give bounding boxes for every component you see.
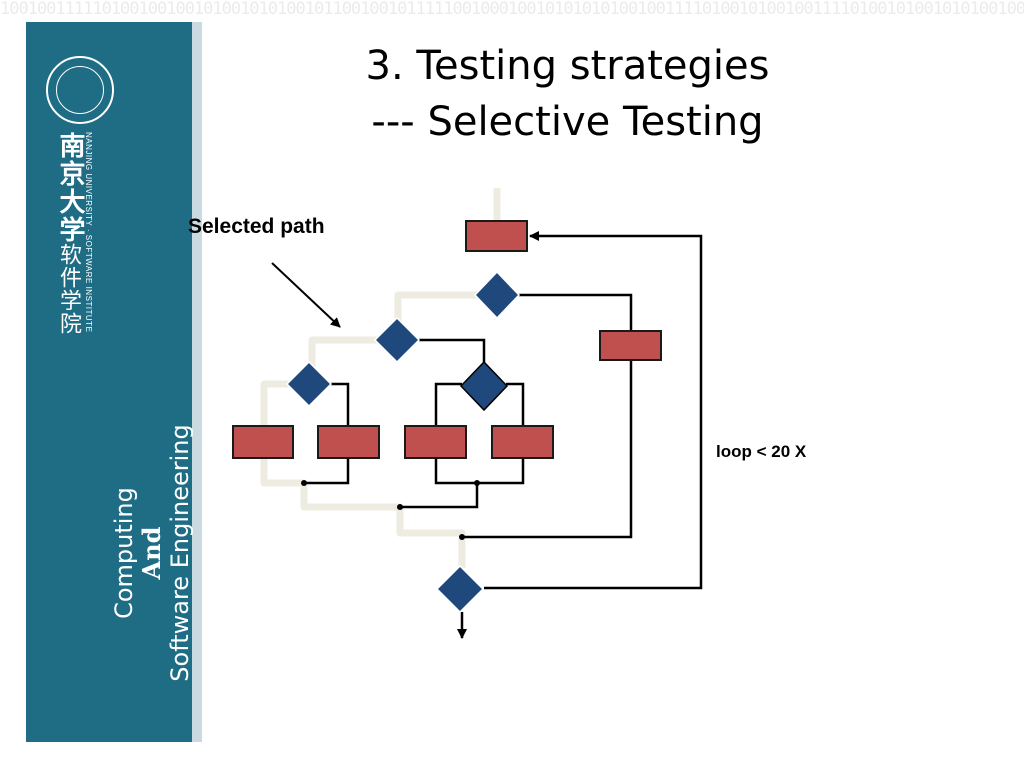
edge-d1-right [518, 293, 633, 331]
institute-name-cn: 软件学院 [56, 243, 81, 335]
decision-right [459, 360, 509, 412]
process-box-3 [404, 425, 467, 459]
edge-d4-right [506, 382, 525, 426]
slide-title-line-2: --- Selective Testing [371, 99, 764, 145]
seal-inner-ring [56, 66, 104, 114]
join-node-1 [301, 480, 307, 486]
decision-left [285, 360, 333, 408]
sidebar-banner [26, 22, 192, 742]
decision-mid [373, 316, 421, 364]
edge-join-down [402, 483, 479, 509]
join-node-2 [474, 480, 480, 486]
decision-nodes [285, 270, 521, 614]
join-node-4 [459, 534, 465, 540]
edge-loop-back [484, 231, 703, 590]
edge-p2-down [306, 458, 350, 485]
edge-d2-right [419, 338, 486, 364]
join-node-3 [397, 504, 403, 510]
edge-d4-left [434, 382, 462, 426]
university-name-cn: 南京大学 [55, 132, 85, 244]
callout-arrow [271, 262, 341, 328]
decision-loop [435, 564, 485, 614]
join-nodes [301, 480, 480, 540]
university-name-en: NANJING UNIVERSITY · SOFTWARE INSTITUTE [84, 132, 93, 333]
process-box-4 [491, 425, 554, 459]
edge-p3-down [434, 458, 477, 485]
edge-p6-down [464, 360, 633, 539]
flow-edges [306, 231, 703, 639]
edge-p4-down [477, 458, 525, 485]
slide-title-line-1: 3. Testing strategies [365, 43, 770, 89]
process-box-1 [232, 425, 294, 459]
edge-d3-right [330, 382, 350, 426]
sidebar-edge [192, 22, 202, 742]
process-box-top [465, 220, 528, 252]
loop-label: loop < 20 X [716, 442, 807, 461]
selected-path-label: Selected path [188, 215, 325, 238]
university-seal-icon [46, 56, 114, 124]
process-nodes [232, 220, 662, 459]
process-box-2 [317, 425, 380, 459]
decision-top [473, 270, 521, 320]
slide-title: 3. Testing strategies --- Selective Test… [300, 38, 835, 150]
process-box-right [599, 330, 662, 361]
